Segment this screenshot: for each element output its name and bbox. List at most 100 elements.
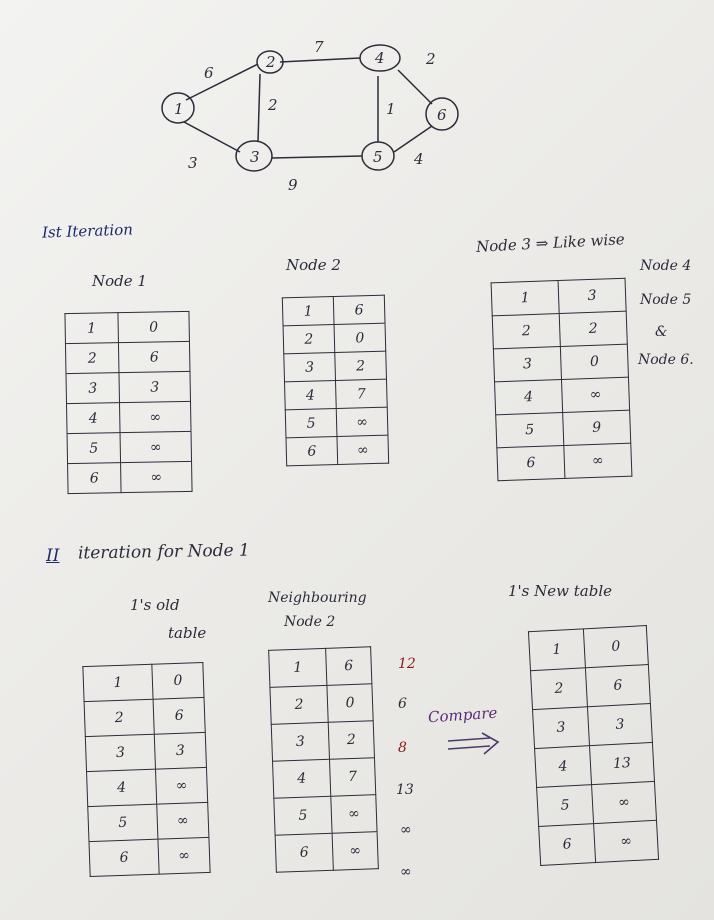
node-cell: 5 [87,804,158,842]
node-1-title: Node 1 [92,272,147,290]
distance-cell: ∞ [563,443,632,479]
distance-cell: ∞ [561,377,630,413]
node-cell: 4 [66,402,121,434]
node-cell: 5 [285,408,337,438]
node-cell: 2 [84,699,155,737]
distance-cell: 3 [118,371,191,403]
distance-cell: 2 [559,311,628,347]
distance-cell: ∞ [120,431,192,463]
node-cell: 3 [271,722,330,762]
distance-cell: 2 [328,720,375,760]
edge-3-5 [271,155,363,159]
distance-cell: 7 [329,757,376,797]
node-5-circle [361,141,395,171]
distance-cell: ∞ [120,461,193,493]
old-table-row: 5∞ [87,802,209,842]
node-cell: 6 [285,436,338,466]
distance-cell: 0 [326,683,374,723]
node-1-table-row: 4∞ [66,401,192,434]
node-cell: 4 [534,745,592,788]
neighbouring-table-row: 6∞ [275,831,379,873]
old-table-row: 6∞ [88,837,211,877]
distance-cell: ∞ [593,820,659,863]
distance-cell: ∞ [336,435,389,465]
new-table-title: 1's New table [508,582,612,600]
distance-cell: ∞ [591,781,657,824]
node-cell: 4 [86,769,157,807]
likewise-node-4: Node 4 [640,258,692,274]
node-cell: 6 [67,462,122,494]
distance-cell: 6 [325,646,372,686]
distance-cell: 0 [560,344,629,380]
distance-cell: 7 [335,379,388,409]
node-6-circle [425,97,459,131]
old-table-title-line2: table [168,624,207,642]
node-cell: 2 [269,685,329,725]
sum-row-2: 6 [398,696,407,712]
sum-row-3: 8 [398,740,407,756]
node-cell: 5 [495,412,564,448]
network-graph: 1 2 3 4 5 6 6 7 2 2 1 3 9 4 [161,38,459,194]
distance-cell: ∞ [332,831,379,871]
node-6-label: 6 [437,106,447,124]
node-cell: 6 [275,833,334,873]
compare-arrow-icon [447,732,500,755]
distance-cell: ∞ [330,794,378,834]
node-cell: 1 [282,296,335,326]
node-cell: 2 [283,324,335,354]
distance-cell: 0 [117,311,190,343]
edge-1-3 [183,121,241,153]
node-1-label: 1 [174,100,184,118]
node-cell: 6 [496,445,565,481]
node-2-table-row: 5∞ [285,407,388,438]
distance-cell: 3 [587,703,653,746]
edge-weight-1-3: 3 [188,154,198,172]
edge-1-2 [185,63,259,101]
node-cell: 3 [65,372,120,404]
edge-weight-4-5: 1 [386,100,396,118]
node-2-title: Node 2 [286,256,341,274]
node-5-label: 5 [373,148,383,166]
likewise-and: & [655,324,668,340]
edge-2-3 [257,73,261,143]
distance-cell: 0 [151,662,205,700]
node-cell: 5 [536,784,594,827]
distance-cell: ∞ [336,407,388,437]
distance-cell: 9 [562,410,631,446]
distance-cell: 6 [118,341,190,373]
distance-cell: 6 [585,664,651,707]
node-cell: 2 [65,342,119,374]
node-cell: 1 [528,628,586,671]
node-3-circle [235,140,273,172]
node-cell: 4 [284,380,337,410]
node-cell: 4 [272,759,331,799]
sum-row-5: ∞ [400,822,412,838]
node-cell: 1 [64,312,119,344]
distance-cell: ∞ [155,767,208,805]
node-cell: 2 [530,667,588,710]
node-3-label: 3 [250,148,260,166]
edge-weight-5-6: 4 [413,150,424,168]
distance-cell: 0 [334,323,386,353]
compare-label: Compare [427,703,498,727]
edge-weight-1-2: 6 [204,64,214,82]
old-table-row: 4∞ [86,767,208,807]
